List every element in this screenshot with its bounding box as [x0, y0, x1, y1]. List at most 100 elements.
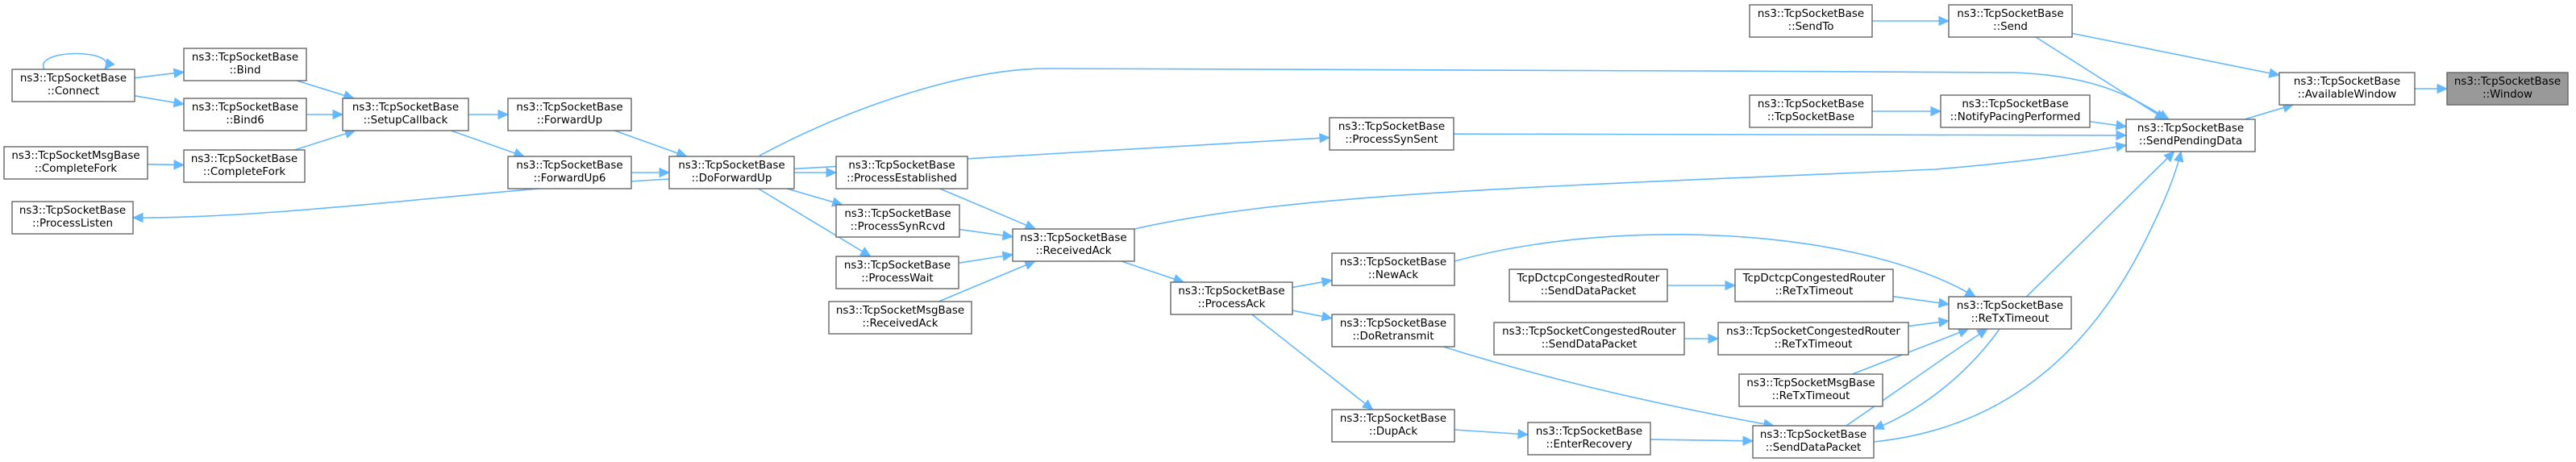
node-class-label: ns3::TcpSocketBase — [1962, 98, 2068, 110]
edge-sendDataPacket-to-sendPendingData — [1873, 150, 2184, 443]
node-available-window[interactable]: ns3::TcpSocketBase::AvailableWindow — [2278, 72, 2416, 106]
node-cong-re-tx[interactable]: ns3::TcpSocketCongestedRouter::ReTxTimeo… — [1717, 322, 1909, 356]
edge-receivedAck-to-sendPendingData — [1134, 141, 2128, 230]
edge-line — [1251, 314, 1374, 410]
arrowhead-icon — [1725, 280, 1737, 291]
node-new-ack[interactable]: ns3::TcpSocketBase::NewAck — [1331, 252, 1455, 286]
node-process-listen[interactable]: ns3::TcpSocketBase::ProcessListen — [11, 201, 134, 235]
arrowhead-icon — [1001, 230, 1014, 241]
node-send-data-packet[interactable]: ns3::TcpSocketBase::SendDataPacket — [1752, 425, 1875, 459]
node-connect[interactable]: ns3::TcpSocketBase::Connect — [11, 69, 135, 102]
node-class-label: ns3::TcpSocketBase — [848, 160, 955, 172]
node-bind6[interactable]: ns3::TcpSocketBase::Bind6 — [183, 98, 307, 131]
node-class-label: ns3::TcpSocketBase — [20, 73, 127, 85]
node-send-to[interactable]: ns3::TcpSocketBase::SendTo — [1749, 4, 1873, 38]
node-class-label: ns3::TcpSocketCongestedRouter — [1502, 326, 1676, 338]
arrowhead-icon — [2437, 83, 2449, 94]
node-method-label: ::CompleteFork — [203, 166, 285, 178]
node-box — [3, 146, 148, 180]
node-send-pending-data[interactable]: ns3::TcpSocketBase::SendPendingData — [2125, 119, 2256, 152]
arrowhead-icon — [1708, 333, 1720, 344]
edge-reTxTimeout-to-sendPendingData — [2025, 151, 2175, 298]
node-box — [1329, 117, 1454, 151]
node-class-label: ns3::TcpSocketBase — [1340, 318, 1446, 330]
node-method-label: ::ProcessListen — [32, 218, 113, 230]
node-method-label: ::ProcessEstablished — [847, 173, 957, 185]
node-dup-ack[interactable]: ns3::TcpSocketBase::DupAck — [1331, 409, 1455, 443]
edge-congSendData-to-congReTx — [1684, 333, 1720, 344]
edge-doRetransmit-to-sendDataPacket — [1442, 346, 1775, 429]
arrowhead-icon — [1024, 220, 1037, 230]
node-method-label: ::SendDataPacket — [1766, 442, 1862, 454]
node-class-label: ns3::TcpSocketBase — [2294, 76, 2400, 88]
edge-dctcpSendData-to-dctcpReTx — [1667, 280, 1737, 291]
edge-line — [1873, 151, 2182, 443]
node-method-label: ::Connect — [48, 85, 99, 98]
node-box — [1493, 322, 1685, 356]
node-msg-complete-fork[interactable]: ns3::TcpSocketMsgBase::CompleteFork — [3, 146, 148, 180]
edge-line — [1454, 429, 1529, 435]
node-send[interactable]: ns3::TcpSocketBase::Send — [1948, 4, 2073, 38]
node-setup-callback[interactable]: ns3::TcpSocketBase::SetupCallback — [342, 98, 469, 131]
arrowhead-icon — [1321, 311, 1334, 322]
node-bind[interactable]: ns3::TcpSocketBase::Bind — [183, 48, 307, 81]
node-class-label: ns3::TcpSocketBase — [192, 52, 298, 64]
node-process-established[interactable]: ns3::TcpSocketBase::ProcessEstablished — [835, 156, 968, 189]
node-box — [1012, 228, 1135, 262]
node-complete-fork[interactable]: ns3::TcpSocketBase::CompleteFork — [183, 149, 306, 183]
edge-completeFork-to-setupCallback — [294, 128, 356, 151]
edge-setupCallback-to-forwardUp6 — [451, 130, 526, 158]
node-notify-pacing[interactable]: ns3::TcpSocketBase::NotifyPacingPerforme… — [1940, 94, 2091, 128]
node-cong-send-data[interactable]: ns3::TcpSocketCongestedRouter::SendDataP… — [1493, 322, 1685, 356]
node-class-label: ns3::TcpSocketBase — [1957, 300, 2063, 312]
arrowhead-icon — [1872, 420, 1885, 430]
edge-line — [614, 130, 687, 157]
node-class-label: ns3::TcpSocketBase — [1758, 8, 1864, 20]
arrowhead-icon — [1361, 399, 1374, 410]
node-forward-up[interactable]: ns3::TcpSocketBase::ForwardUp — [507, 98, 632, 131]
node-process-wait[interactable]: ns3::TcpSocketBase::ProcessWait — [835, 256, 959, 289]
node-process-ack[interactable]: ns3::TcpSocketBase::ProcessAck — [1170, 281, 1293, 315]
node-dctcp-send-data[interactable]: TcpDctcpCongestedRouter::SendDataPacket — [1509, 268, 1668, 302]
node-method-label: ::ProcessWait — [861, 273, 933, 285]
edge-availableWindow-to-window — [2415, 83, 2449, 94]
node-do-forward-up[interactable]: ns3::TcpSocketBase::DoForwardUp — [668, 156, 795, 189]
node-class-label: ns3::TcpSocketBase — [844, 260, 951, 272]
node-box — [1527, 422, 1651, 456]
arrowhead-icon — [173, 97, 185, 108]
node-re-tx-timeout[interactable]: ns3::TcpSocketBase::ReTxTimeout — [1948, 296, 2072, 330]
arrowhead-icon — [2268, 68, 2281, 78]
edge-enterRecovery-to-sendDataPacket — [1650, 435, 1754, 447]
edge-processAck-to-dupAck — [1251, 314, 1374, 410]
edge-line — [2025, 151, 2175, 298]
node-process-syn-rcvd[interactable]: ns3::TcpSocketBase::ProcessSynRcvd — [835, 204, 960, 238]
edge-line — [1442, 346, 1775, 427]
node-class-label: ns3::TcpSocketBase — [19, 205, 126, 217]
nodes-layer: ns3::TcpSocketBase::Windowns3::TcpSocket… — [3, 4, 2569, 459]
node-received-ack[interactable]: ns3::TcpSocketBase::ReceivedAck — [1012, 228, 1135, 262]
edge-msgReTx-to-reTxTimeout — [1852, 327, 1970, 375]
node-dctcp-re-tx[interactable]: TcpDctcpCongestedRouter::ReTxTimeout — [1734, 268, 1894, 302]
node-class-label: ns3::TcpSocketBase — [1340, 413, 1446, 425]
node-box — [1331, 409, 1455, 443]
edge-reTxTimeout-to-sendDataPacket — [1872, 328, 2000, 430]
edge-forwardUp-to-doForwardUp — [614, 130, 688, 158]
edge-connect-to-bind6 — [134, 95, 185, 108]
edge-line — [1878, 328, 2000, 428]
arrowhead-icon — [2116, 130, 2128, 141]
node-method-label: ::Send — [1993, 21, 2028, 33]
node-ctor[interactable]: ns3::TcpSocketBase::TcpSocketBase — [1749, 94, 1873, 128]
node-forward-up6[interactable]: ns3::TcpSocketBase::ForwardUp6 — [507, 156, 632, 189]
node-method-label: ::EnterRecovery — [1546, 439, 1632, 451]
node-msg-re-tx[interactable]: ns3::TcpSocketMsgBase::ReTxTimeout — [1738, 373, 1883, 407]
node-process-syn-sent[interactable]: ns3::TcpSocketBase::ProcessSynSent — [1329, 117, 1454, 151]
node-msg-received-ack[interactable]: ns3::TcpSocketMsgBase::ReceivedAck — [828, 301, 972, 335]
edge-doForwardUp-to-processSynRcvd — [786, 188, 843, 207]
node-method-label: ::DoRetransmit — [1353, 331, 1434, 343]
arrowhead-icon — [1930, 106, 1942, 117]
node-box — [2446, 72, 2569, 106]
node-class-label: ns3::TcpSocketMsgBase — [836, 305, 964, 317]
node-enter-recovery[interactable]: ns3::TcpSocketBase::EnterRecovery — [1527, 422, 1651, 456]
node-class-label: ns3::TcpSocketBase — [1178, 285, 1284, 298]
node-do-retransmit[interactable]: ns3::TcpSocketBase::DoRetransmit — [1331, 314, 1455, 348]
